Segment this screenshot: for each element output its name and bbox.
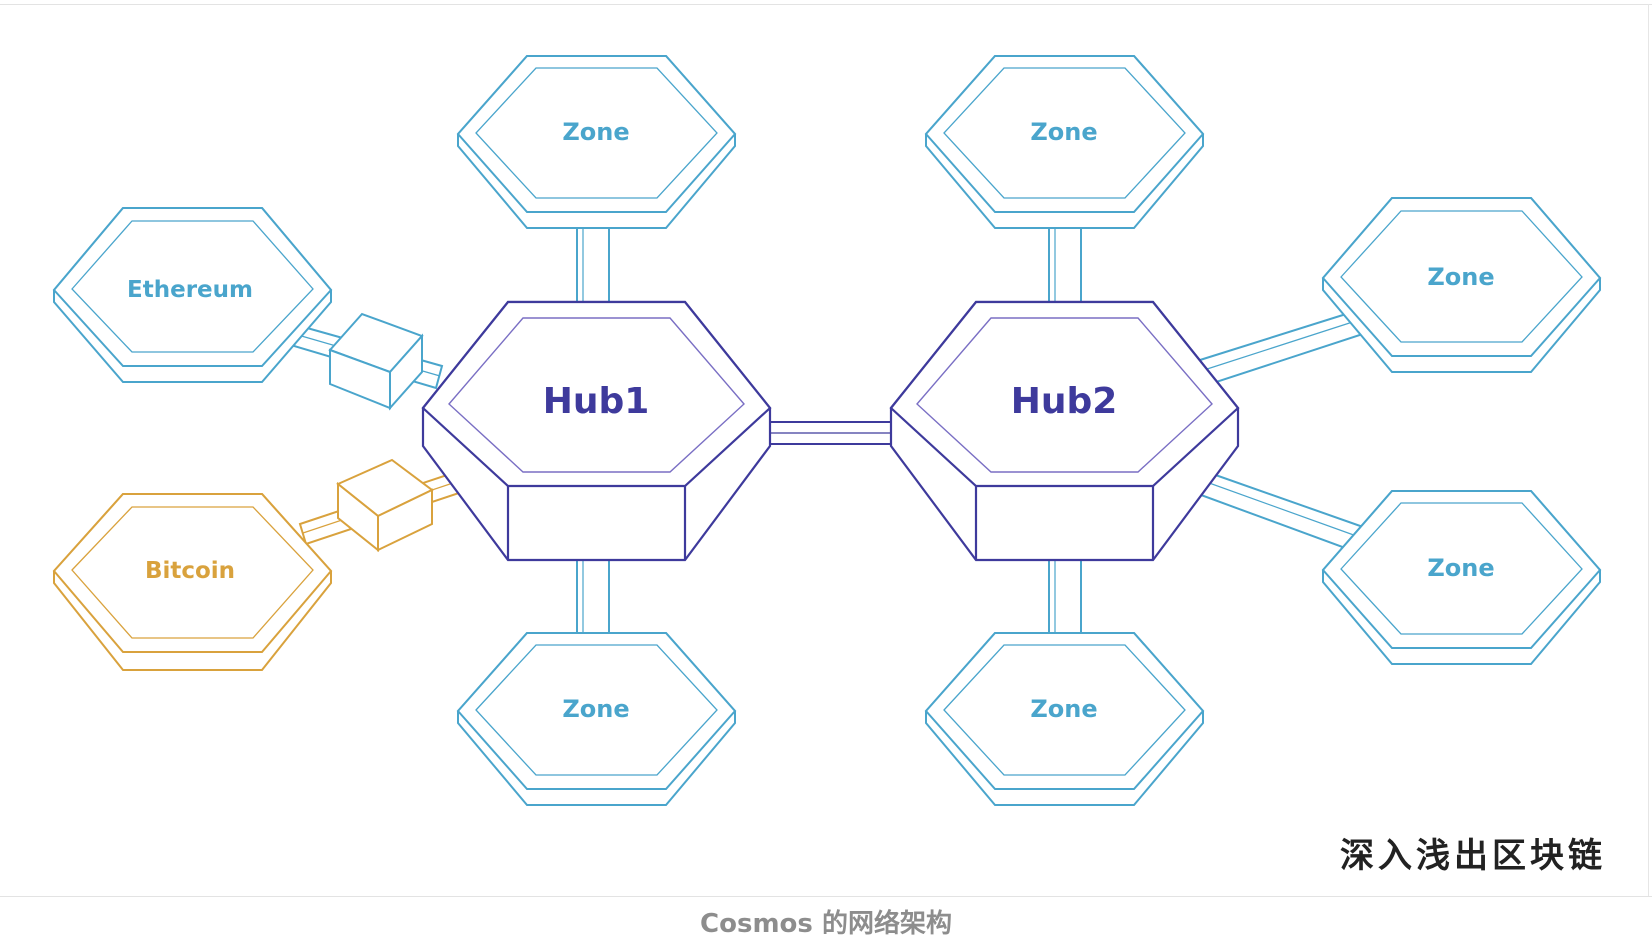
hub2-node: [889, 300, 1240, 562]
ethereum-node: [52, 207, 333, 383]
zone-hub1-bottom-node: [456, 632, 737, 806]
zone-hub2-right-lower-node: [1321, 490, 1602, 665]
bitcoin-label: Bitcoin: [145, 558, 235, 584]
ethereum-label: Ethereum: [127, 277, 253, 303]
hub2-label: Hub2: [1011, 381, 1118, 422]
bottom-divider: [0, 896, 1652, 897]
zone-hub2-right-upper-label: Zone: [1427, 263, 1494, 291]
zone-hub2-top-label: Zone: [1030, 118, 1097, 146]
bitcoin-node: [52, 493, 333, 671]
ethereum-peg-zone-cube: [328, 312, 424, 411]
zone-hub2-bottom-label: Zone: [1030, 695, 1097, 723]
zone-hub2-right-upper-node: [1321, 197, 1602, 373]
connector-hub1-hub2: [761, 421, 897, 445]
connector-hub2-zone-right-upper: [1198, 307, 1374, 386]
hub1-label: Hub1: [543, 381, 650, 422]
zone-hub2-right-lower-label: Zone: [1427, 554, 1494, 582]
zone-hub1-top-node: [456, 55, 737, 229]
top-divider: [0, 4, 1652, 5]
bitcoin-peg-zone-cube: [336, 458, 434, 553]
zone-hub2-top-node: [924, 55, 1205, 229]
zone-hub2-bottom-node: [924, 632, 1205, 806]
right-divider: [1648, 4, 1649, 896]
watermark-text: 深入浅出区块链: [1340, 836, 1606, 876]
hub1-node: [421, 300, 772, 562]
figure-caption: Cosmos 的网络架构: [700, 909, 952, 939]
zone-hub1-top-label: Zone: [562, 118, 629, 146]
zone-hub1-bottom-label: Zone: [562, 695, 629, 723]
